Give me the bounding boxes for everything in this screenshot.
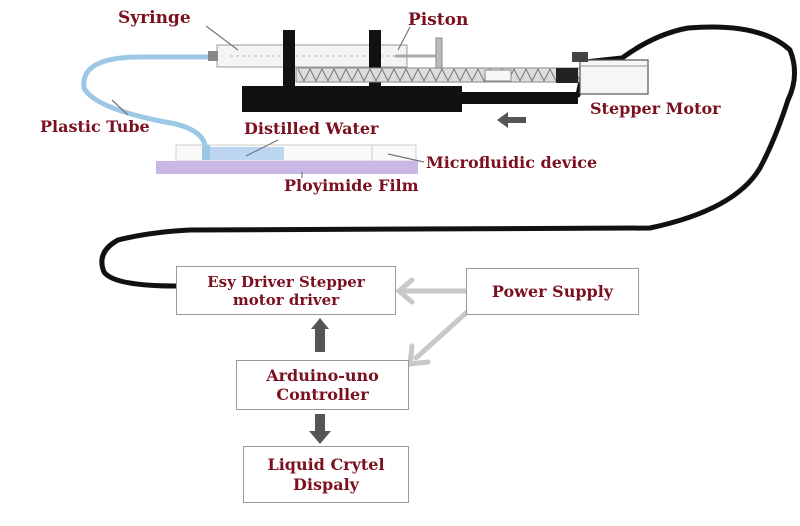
polyimide-film-label: Ployimide Film (284, 176, 419, 195)
arduino-to-lcd-arrow (309, 414, 331, 444)
power-supply-text: Power Supply (491, 281, 614, 301)
microfluidic-device (175, 144, 417, 162)
lcd-line2: Dispaly (293, 474, 359, 494)
lcd-display-box: Liquid Crytel Dispaly (243, 446, 409, 503)
syringe-label: Syringe (118, 8, 191, 28)
leader-lines (111, 25, 425, 178)
plastic-tube-label: Plastic Tube (40, 117, 150, 136)
arduino-to-driver-arrow (311, 318, 329, 352)
plastic-tube (81, 54, 215, 153)
stepper-driver-line2: motor driver (232, 290, 340, 309)
arduino-controller-box: Arduino-uno Controller (236, 360, 409, 410)
polyimide-film (156, 161, 418, 174)
lead-screw (295, 67, 581, 83)
stepper-motor-label: Stepper Motor (590, 99, 721, 118)
lcd-line1: Liquid Crytel (267, 455, 385, 475)
stepper-driver-line1: Esy Driver Stepper (207, 272, 365, 291)
stepper-driver-box: Esy Driver Stepper motor driver (176, 266, 396, 315)
control-cable (99, 24, 797, 289)
direction-arrow (497, 112, 526, 128)
power-supply-box: Power Supply (466, 268, 639, 315)
piston-label: Piston (408, 10, 469, 30)
stepper-motor (572, 52, 649, 95)
arduino-line1: Arduino-uno (266, 365, 379, 385)
microfluidic-device-label: Microfluidic device (426, 153, 598, 172)
arduino-line2: Controller (276, 385, 369, 404)
power-arrows (395, 277, 469, 367)
distilled-water-label: Distilled Water (244, 119, 379, 138)
